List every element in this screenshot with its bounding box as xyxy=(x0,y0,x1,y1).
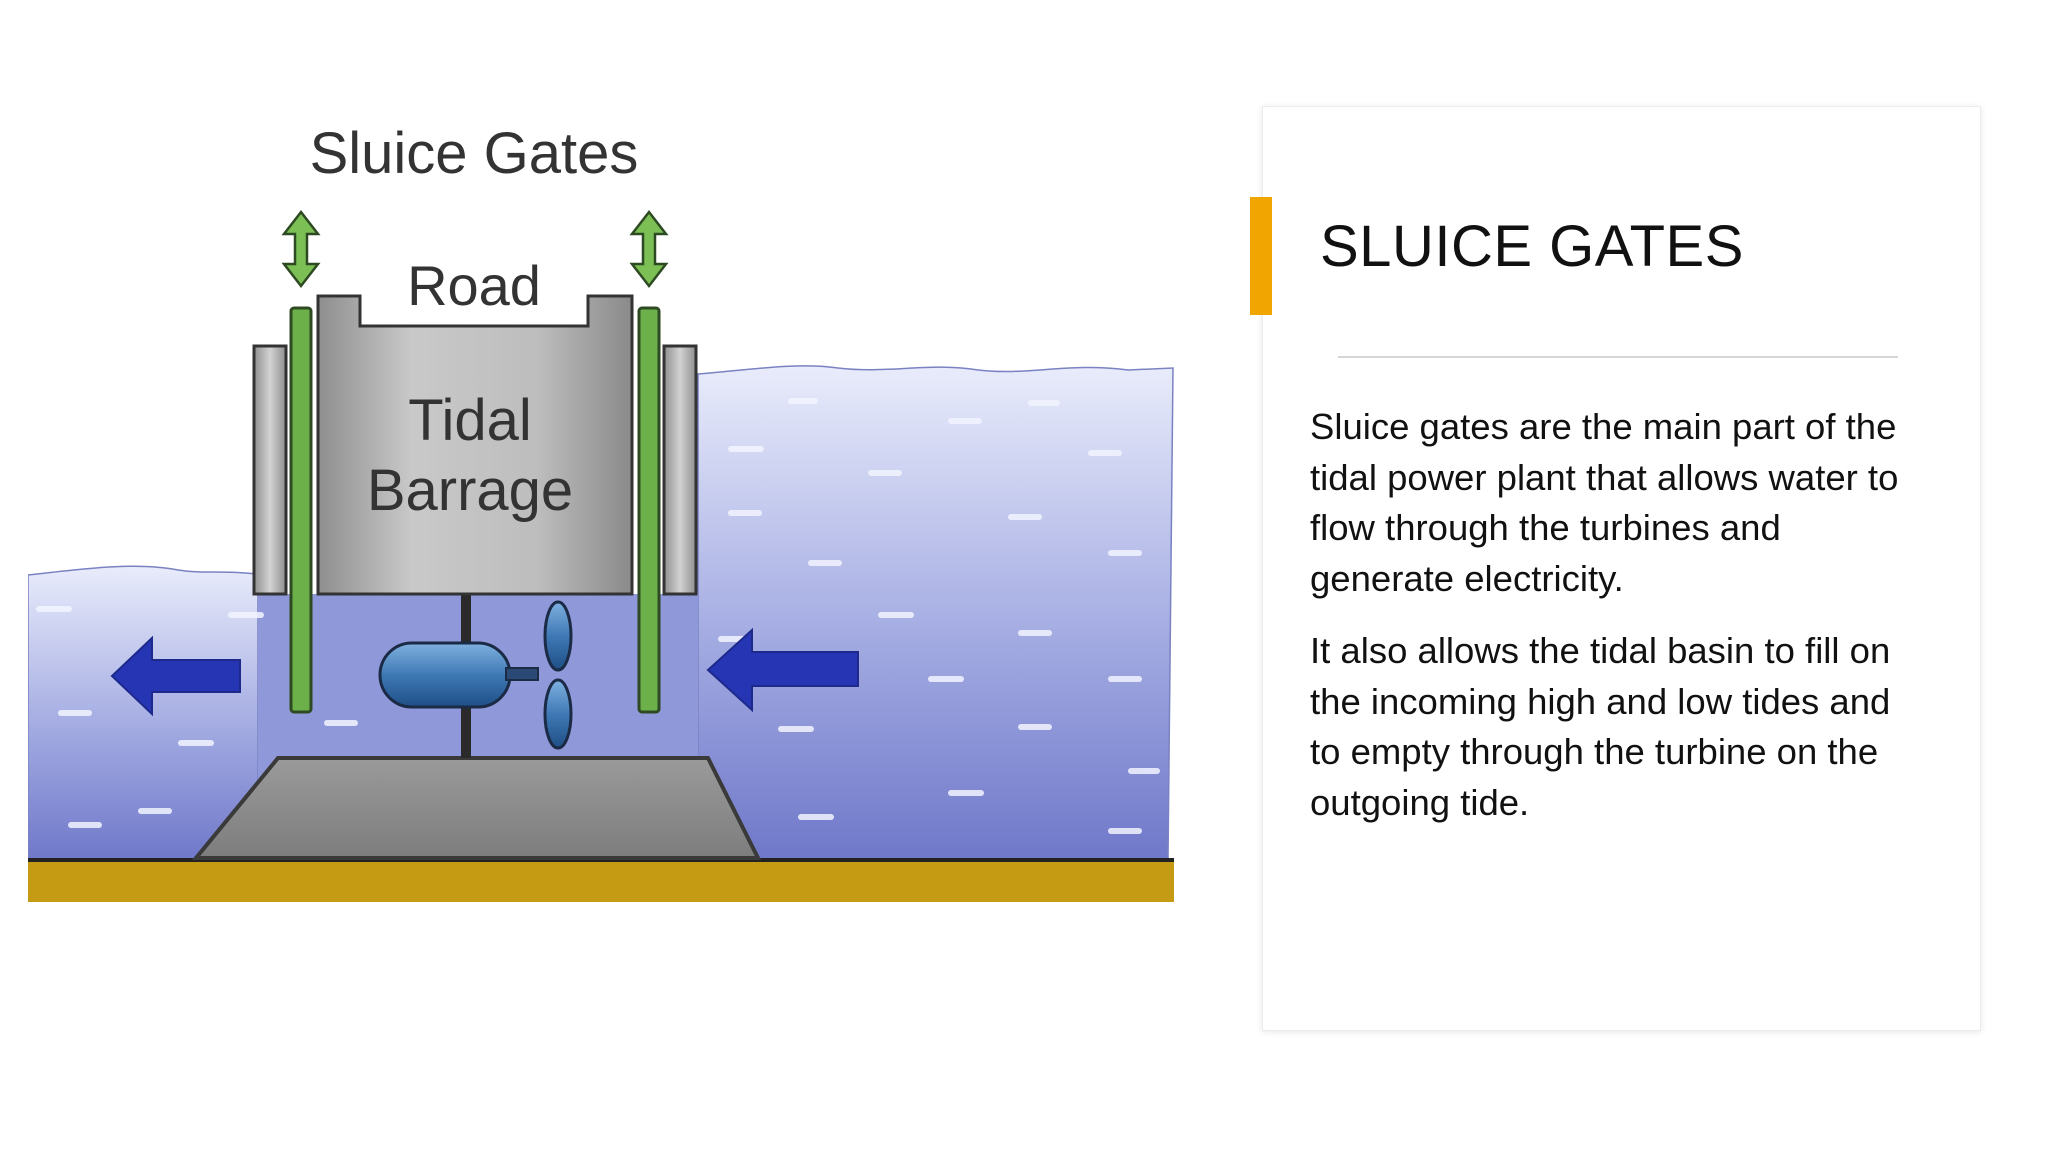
tidal-barrage-diagram: Sluice Gates Road Tidal Barrage xyxy=(28,100,1182,924)
label-tidal: Tidal xyxy=(408,388,532,453)
title-accent-bar xyxy=(1250,197,1272,315)
barrage-side-left xyxy=(252,344,288,596)
water-left xyxy=(28,565,259,861)
gate-up-down-arrow-left-icon xyxy=(281,209,321,289)
gate-up-down-arrow-right-icon xyxy=(629,209,669,289)
turbine xyxy=(378,600,573,750)
sluice-gate-left xyxy=(289,306,313,714)
card-title: SLUICE GATES xyxy=(1320,214,1744,279)
label-sluice-gates: Sluice Gates xyxy=(310,121,639,186)
info-card xyxy=(1262,106,1981,1031)
label-barrage: Barrage xyxy=(367,458,573,523)
paragraph-2: It also allows the tidal basin to fill o… xyxy=(1310,630,1891,823)
flow-arrow-right-icon xyxy=(706,627,859,713)
label-road: Road xyxy=(407,254,541,317)
flow-arrow-left-icon xyxy=(110,635,241,717)
sluice-gate-right xyxy=(637,306,661,714)
seabed xyxy=(28,858,1174,902)
barrage-foundation xyxy=(191,756,762,860)
title-divider xyxy=(1338,356,1898,358)
paragraph-1: Sluice gates are the main part of the ti… xyxy=(1310,406,1899,599)
card-body: Sluice gates are the main part of the ti… xyxy=(1310,402,1910,850)
barrage-side-right xyxy=(662,344,698,596)
tidal-barrage-block xyxy=(316,294,634,596)
water-right xyxy=(697,365,1174,861)
